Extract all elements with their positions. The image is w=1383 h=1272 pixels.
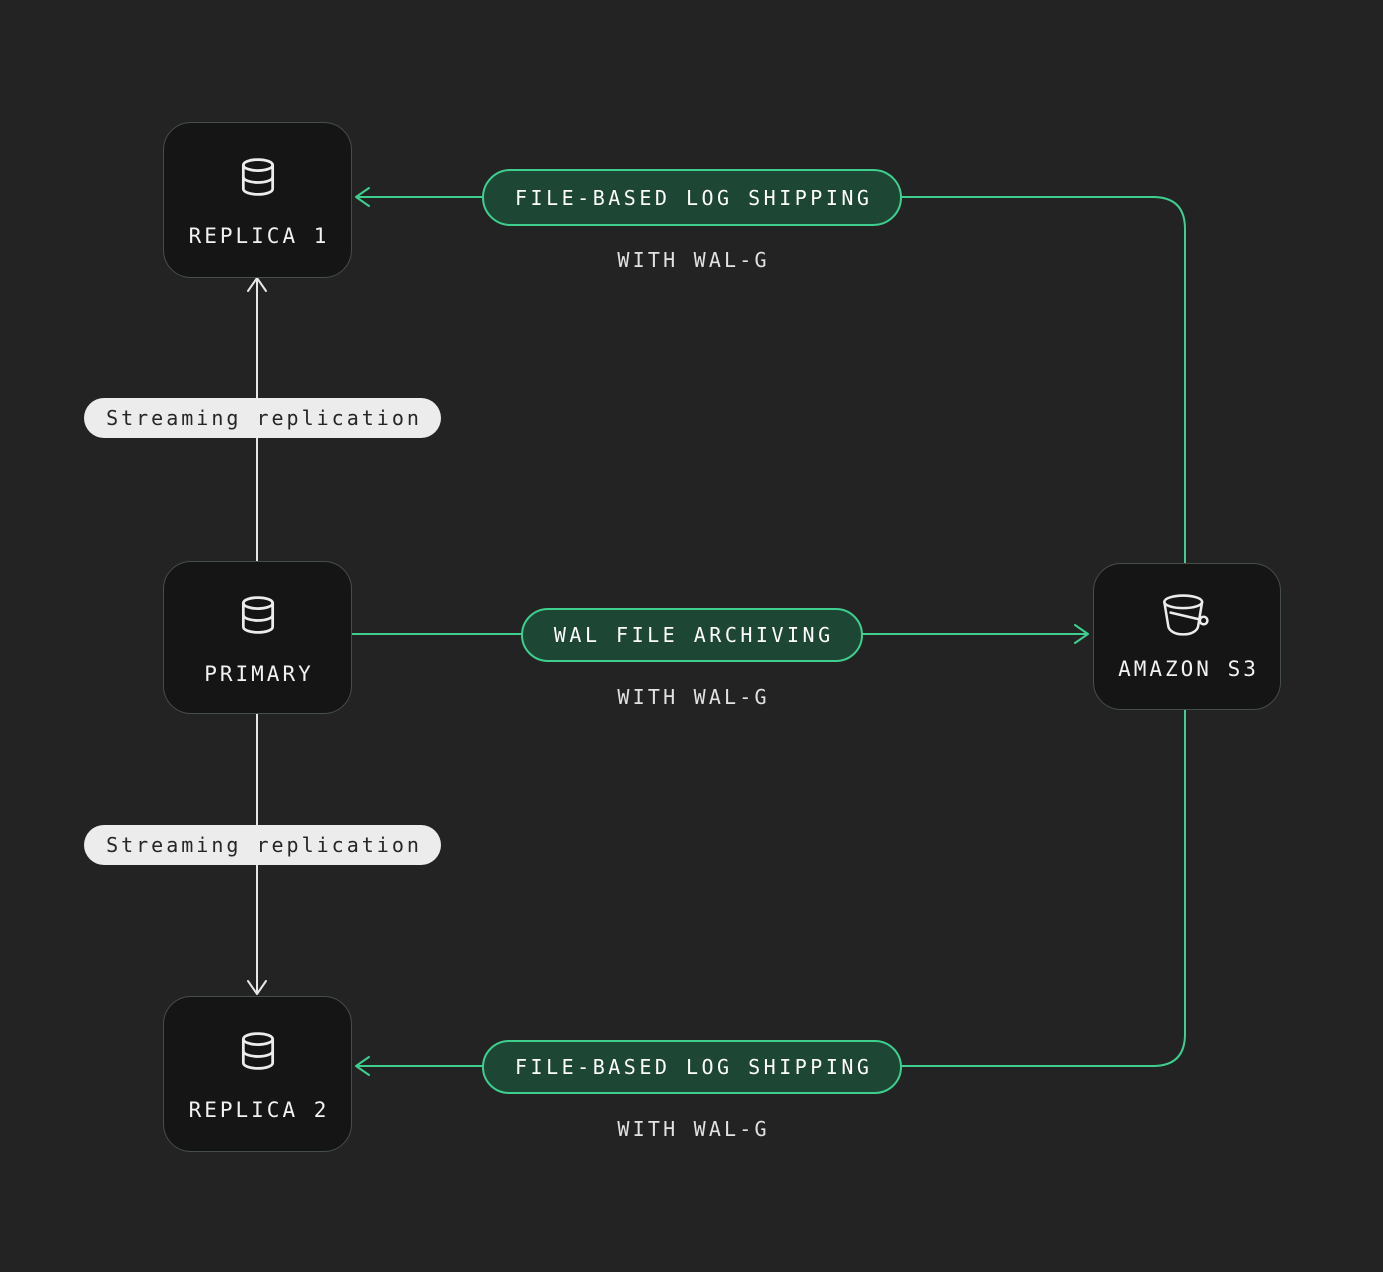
arrow-left-icon bbox=[355, 1056, 370, 1076]
edge-sublabel-with-wal-g-bottom: WITH WAL-G bbox=[617, 1117, 770, 1141]
arrow-left-icon bbox=[355, 187, 370, 207]
database-icon bbox=[241, 1032, 274, 1070]
edge-s3-to-top-pill bbox=[901, 196, 1186, 564]
edge-sublabel-with-wal-g-top: WITH WAL-G bbox=[617, 248, 770, 272]
node-primary: PRIMARY bbox=[163, 561, 352, 714]
node-label: PRIMARY bbox=[204, 661, 314, 686]
node-replica-1: REPLICA 1 bbox=[163, 122, 352, 278]
edge-label-streaming-replication-bottom: Streaming replication bbox=[84, 825, 441, 865]
node-label: REPLICA 1 bbox=[188, 224, 330, 248]
database-icon bbox=[241, 158, 274, 196]
edge-label-wal-file-archiving: WAL FILE ARCHIVING bbox=[521, 608, 863, 662]
edge-sublabel-with-wal-g-mid: WITH WAL-G bbox=[617, 685, 770, 709]
edge-label-file-based-log-shipping-top: FILE-BASED LOG SHIPPING bbox=[482, 169, 902, 226]
edge-label-file-based-log-shipping-bottom: FILE-BASED LOG SHIPPING bbox=[482, 1040, 902, 1094]
edge-s3-to-bottom-pill bbox=[901, 707, 1186, 1067]
node-amazon-s3: AMAZON S3 bbox=[1093, 563, 1281, 710]
edge-label-streaming-replication-top: Streaming replication bbox=[84, 398, 441, 438]
arrow-down-icon bbox=[247, 980, 267, 995]
arrow-right-icon bbox=[1074, 624, 1089, 644]
node-replica-2: REPLICA 2 bbox=[163, 996, 352, 1152]
database-icon bbox=[241, 595, 274, 634]
arrow-up-icon bbox=[247, 277, 267, 292]
node-label: REPLICA 2 bbox=[188, 1098, 330, 1122]
node-label: AMAZON S3 bbox=[1118, 656, 1259, 681]
bucket-icon bbox=[1163, 593, 1209, 636]
